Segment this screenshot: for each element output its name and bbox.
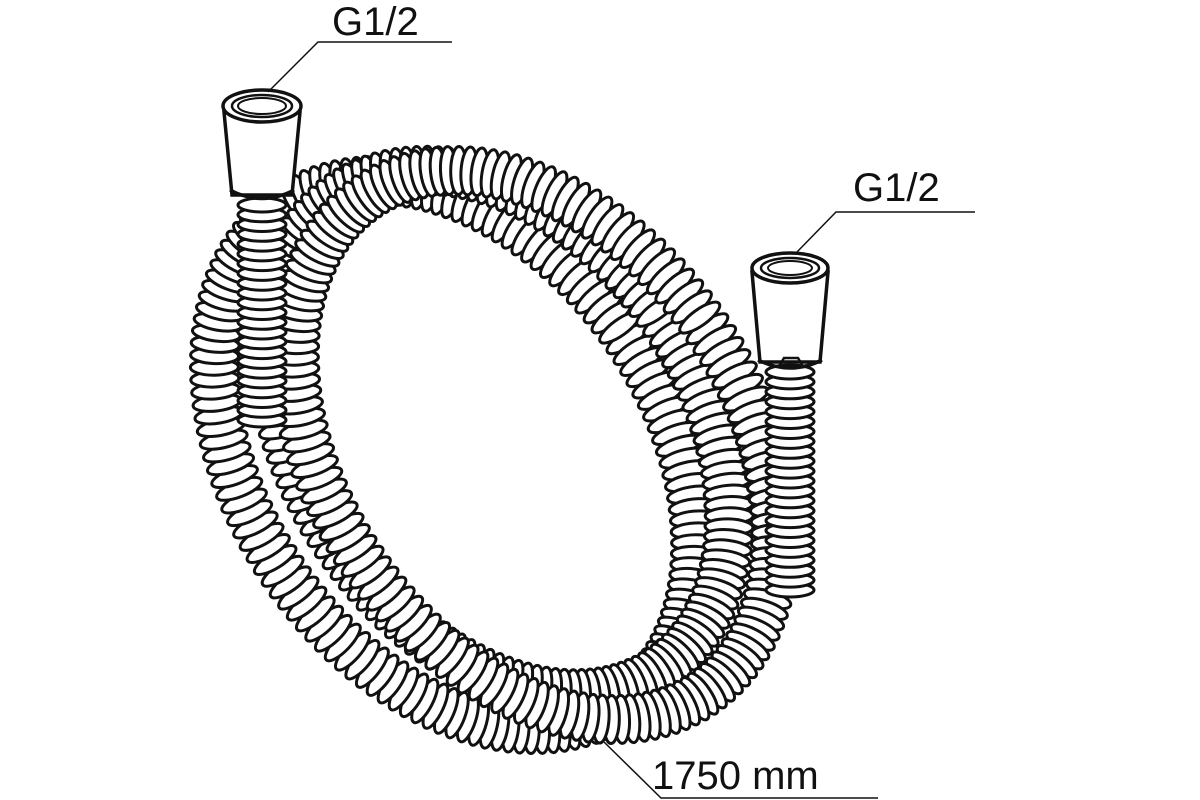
right-fitting-leader: [796, 211, 975, 253]
hose-tails: [236, 196, 816, 599]
hose-ring: [678, 300, 722, 335]
left-fitting-leader: [267, 41, 452, 93]
left-fitting-nut: [221, 88, 303, 201]
hose-length-label: 1750 mm: [652, 754, 819, 798]
left-fitting-thread-label: G1/2: [332, 0, 419, 44]
right-fitting-thread-label: G1/2: [853, 166, 940, 210]
length-leader: [603, 741, 878, 799]
right-fitting-nut: [750, 251, 830, 370]
leader-lines: [267, 41, 975, 799]
